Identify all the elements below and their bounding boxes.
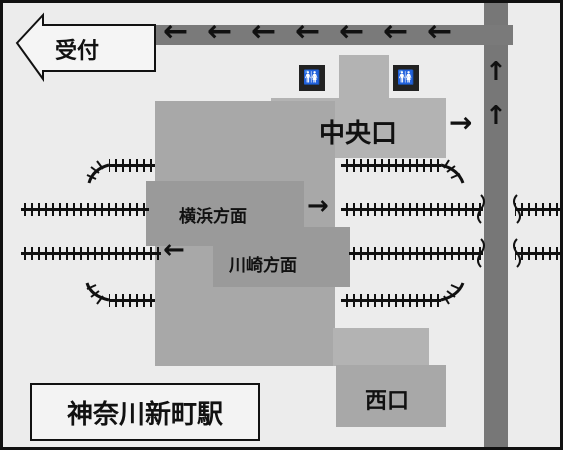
road-arrow-left-5: ← — [339, 14, 365, 49]
reception-sign — [15, 12, 156, 83]
reception-label: 受付 — [55, 39, 100, 64]
horizontal-road — [153, 25, 513, 45]
road-arrow-left-7: ← — [427, 14, 453, 49]
road-arrow-left-1: ← — [163, 14, 189, 49]
platform-lower-block — [213, 227, 350, 287]
building-top-connector — [339, 55, 389, 101]
track-upper-right — [341, 203, 560, 216]
station-name: 神奈川新町駅 — [66, 399, 223, 430]
west-exit-label: 西口 — [365, 389, 410, 414]
platform-yokohama-label: 横浜方面 — [179, 207, 247, 227]
track-upper-left — [21, 203, 149, 216]
road-arrow-left-2: ← — [207, 14, 233, 49]
track-lower-right — [349, 247, 560, 260]
toilet-icon: 🚻 — [299, 65, 325, 91]
track-siding-lower-right — [341, 282, 465, 307]
track-bridge — [477, 194, 521, 268]
track-siding-upper-left — [86, 159, 155, 184]
road-arrow-left-3: ← — [251, 14, 277, 49]
track-lower-left — [21, 247, 161, 260]
road-arrow-left-4: ← — [295, 14, 321, 49]
station-name-box: 神奈川新町駅 — [30, 383, 260, 441]
toilet-icon: 🚻 — [393, 65, 419, 91]
track-siding-upper-right — [341, 159, 465, 184]
vertical-road — [484, 3, 508, 447]
road-arrow-left-6: ← — [383, 14, 409, 49]
platform-kawasaki-arrow: ← — [163, 235, 185, 265]
central-exit-arrow-right: → — [449, 106, 473, 139]
railway-tracks — [15, 12, 560, 307]
platform-yokohama-arrow: → — [307, 191, 329, 221]
central-exit-label: 中央口 — [319, 119, 398, 149]
building-west — [336, 365, 446, 427]
building-lower — [333, 328, 429, 366]
track-siding-lower-left — [85, 282, 155, 307]
platform-kawasaki-label: 川崎方面 — [229, 256, 297, 276]
road-arrow-up-1: ↑ — [485, 57, 507, 87]
road-arrow-up-2: ↑ — [485, 101, 507, 131]
